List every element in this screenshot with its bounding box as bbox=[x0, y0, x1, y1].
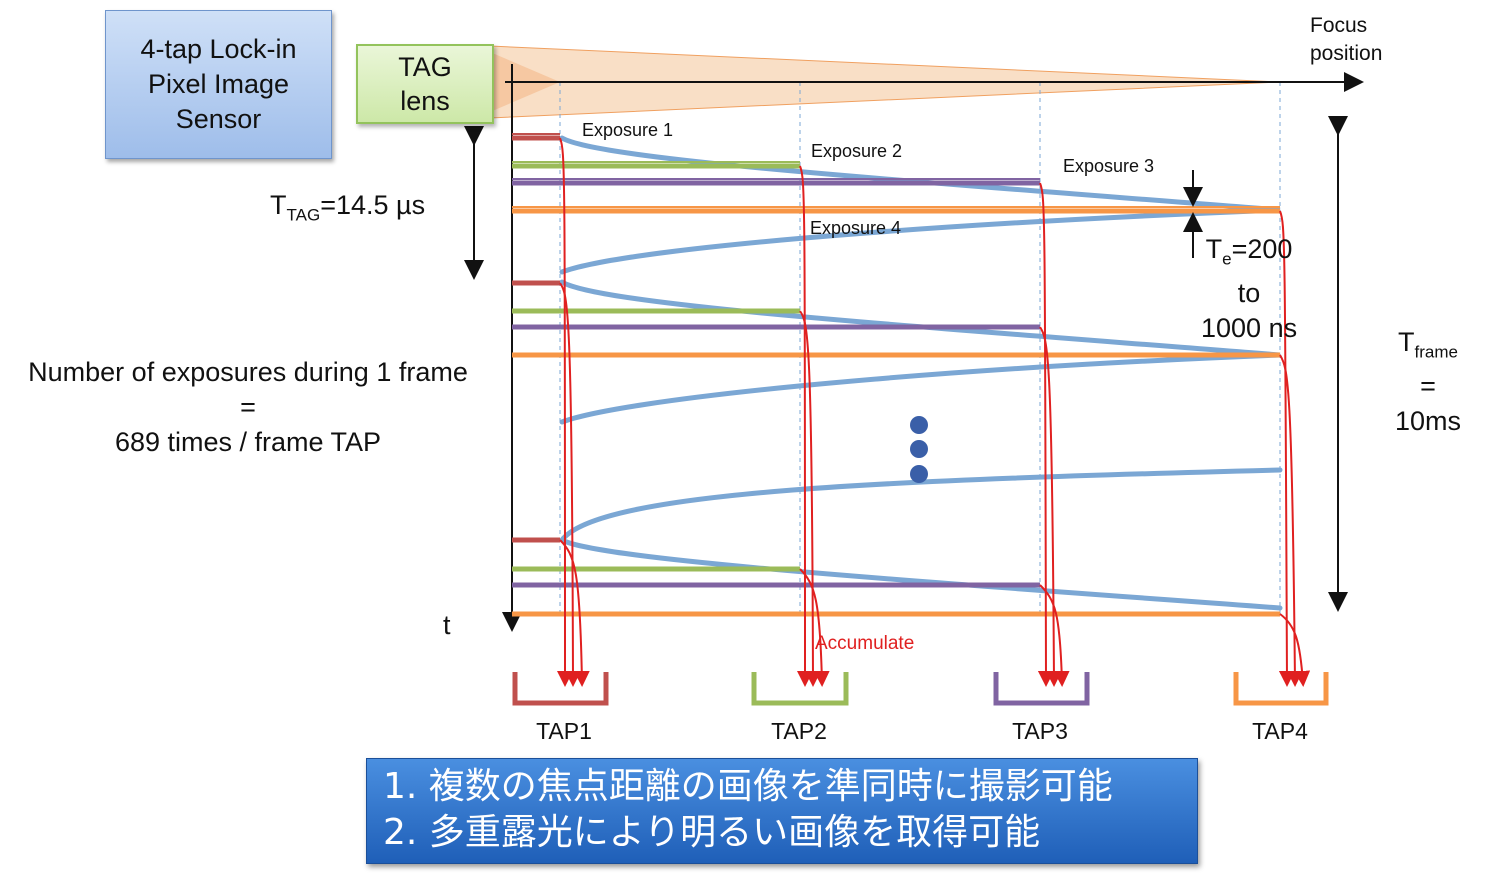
image-sensor-label: 4-tap Lock-in Pixel Image Sensor bbox=[140, 34, 297, 134]
tframe-line2: = bbox=[1420, 371, 1436, 402]
te-line1: =200 bbox=[1231, 234, 1293, 264]
exposure-bars-1 bbox=[512, 135, 1280, 214]
focus-axis-label: Focus position bbox=[1310, 14, 1383, 65]
tap4-label: TAP4 bbox=[1252, 718, 1308, 744]
exposures-line2: = bbox=[240, 392, 256, 422]
exposures-count-label: Number of exposures during 1 frame = 689… bbox=[8, 355, 488, 460]
summary-box: 1. 複数の焦点距離の画像を準同時に撮影可能 2. 多重露光により明るい画像を取… bbox=[366, 758, 1198, 864]
tframe-symbol: T bbox=[1398, 327, 1415, 357]
ttag-value: =14.5 µs bbox=[320, 190, 426, 220]
ttag-subscript: TAG bbox=[286, 205, 321, 225]
tap1-label: TAP1 bbox=[536, 718, 592, 744]
exposure-1-label: Exposure 1 bbox=[582, 120, 674, 140]
tap-buckets bbox=[512, 672, 1329, 706]
summary-line2: 2. 多重露光により明るい画像を取得可能 bbox=[383, 812, 1041, 853]
accumulate-label: Accumulate bbox=[815, 633, 915, 654]
tframe-subscript: frame bbox=[1414, 342, 1458, 362]
ellipsis-dots bbox=[910, 416, 928, 483]
time-axis-label: t bbox=[443, 610, 451, 640]
exposure-2-label: Exposure 2 bbox=[811, 141, 903, 161]
tag-lens-label: TAG lens bbox=[398, 52, 452, 116]
te-label: Te=200 to 1000 ns bbox=[1201, 232, 1297, 346]
tframe-line3: 10ms bbox=[1394, 406, 1462, 437]
te-symbol: T bbox=[1205, 234, 1223, 264]
ttag-symbol: T bbox=[270, 190, 287, 220]
tap2-label: TAP2 bbox=[771, 718, 827, 744]
tframe-label: Tframe = 10ms bbox=[1390, 325, 1466, 439]
exposure-4-label: Exposure 4 bbox=[810, 218, 902, 238]
tag-lens-box: TAG lens bbox=[356, 44, 494, 124]
summary-line1: 1. 複数の焦点距離の画像を準同時に撮影可能 bbox=[383, 766, 1113, 807]
ttag-label: TTAG=14.5 µs bbox=[270, 190, 425, 225]
exposures-line3: 689 times / frame TAP bbox=[114, 427, 382, 457]
exposure-3-label: Exposure 3 bbox=[1063, 156, 1155, 176]
exposures-line1: Number of exposures during 1 frame bbox=[28, 357, 468, 387]
accumulate-arrows bbox=[556, 137, 1311, 687]
exposure-bars-2 bbox=[512, 280, 1280, 358]
te-subscript: e bbox=[1222, 249, 1232, 269]
tap3-label: TAP3 bbox=[1012, 718, 1068, 744]
image-sensor-box: 4-tap Lock-in Pixel Image Sensor bbox=[105, 10, 332, 159]
exposure-bars-1-outline bbox=[512, 133, 1280, 208]
te-line2: to bbox=[1237, 278, 1261, 309]
exposure-bars-3 bbox=[512, 537, 1280, 617]
te-line3: 1000 ns bbox=[1201, 313, 1298, 344]
